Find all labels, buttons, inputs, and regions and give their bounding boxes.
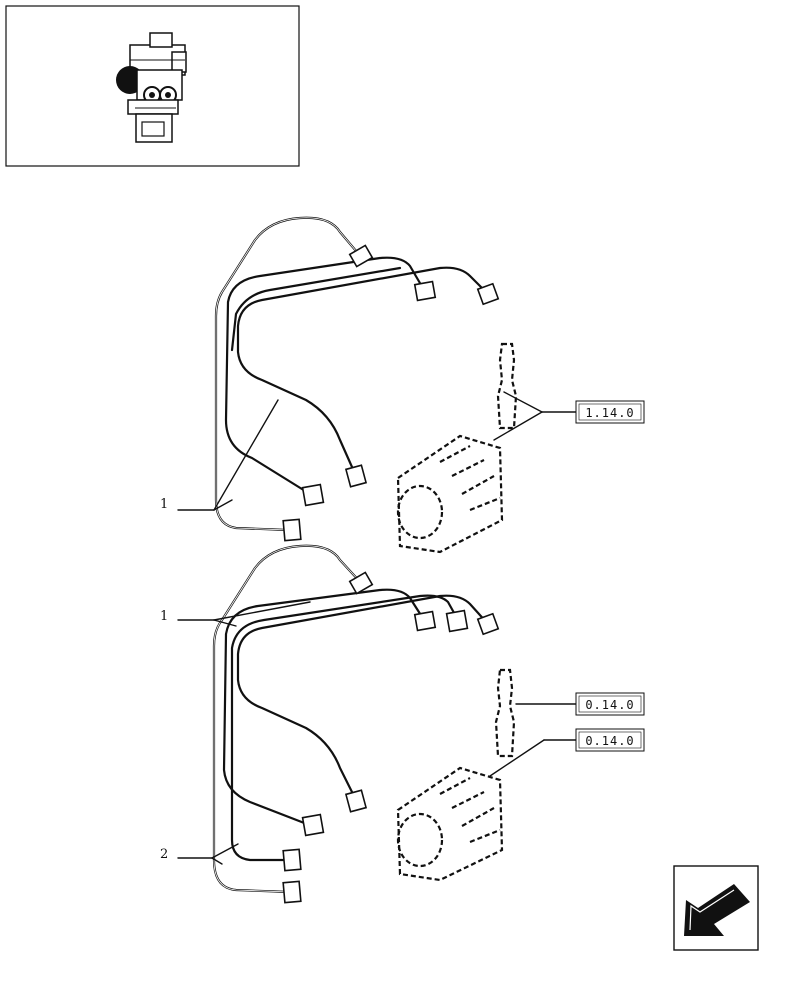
injection-pump-upper [396, 434, 504, 554]
injection-pipe-set-upper [214, 216, 500, 542]
reference-label: 0.14.0 [585, 734, 634, 748]
callout-item1-lower: 1 [160, 601, 311, 627]
callout-label: 1 [160, 497, 168, 512]
reference-box-upper[interactable]: 1.14.0 [493, 391, 645, 441]
reference-label: 0.14.0 [585, 698, 634, 712]
callout-label: 2 [160, 847, 168, 862]
injector-lower [494, 668, 516, 758]
injection-pump-lower [396, 766, 504, 882]
reference-box-lower-a[interactable]: 0.14.0 [515, 692, 645, 716]
injector-upper [496, 342, 518, 430]
callout-label: 1 [160, 609, 168, 624]
callout-item1-upper: 1 [160, 399, 279, 512]
engine-thumbnail-icon[interactable] [5, 5, 300, 167]
injection-pipe-set-lower [212, 544, 500, 904]
reference-box-lower-b[interactable]: 0.14.0 [489, 728, 645, 777]
reference-label: 1.14.0 [585, 406, 634, 420]
callout-item2: 2 [160, 843, 239, 865]
back-arrow-icon[interactable] [673, 865, 759, 951]
